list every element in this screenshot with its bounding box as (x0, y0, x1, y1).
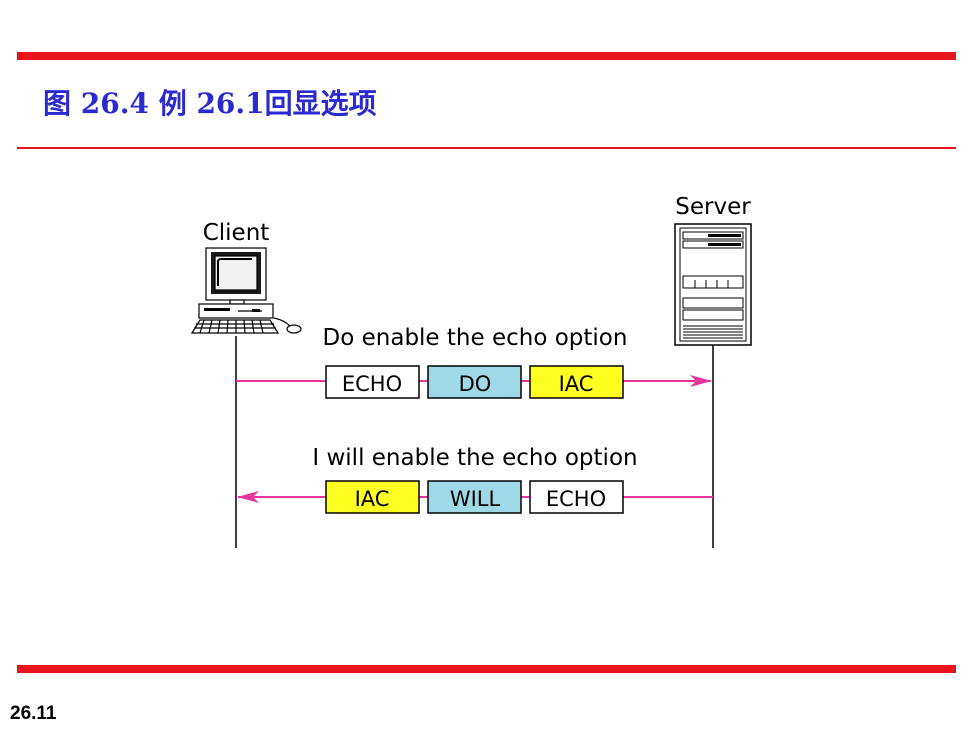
page-number: 26.11 (10, 703, 57, 724)
message2-box-echo (529, 480, 624, 514)
client-computer-icon (190, 247, 302, 334)
top-red-bar (17, 52, 956, 60)
message1-box-echo-label: ECHO (342, 372, 402, 396)
server-icon (674, 223, 752, 346)
server-label: Server (675, 194, 751, 220)
client-label: Client (203, 220, 270, 246)
message2-box-iac (325, 480, 420, 514)
message2-box-iac-label: IAC (355, 487, 390, 511)
message1-box-do-label: DO (459, 372, 492, 396)
bottom-red-bar (17, 665, 956, 673)
message1-box-echo (325, 365, 420, 399)
message1-caption: Do enable the echo option (323, 325, 628, 351)
message1-box-iac-label: IAC (559, 372, 594, 396)
message1-box-iac (529, 365, 624, 399)
message-will-echo: I will enable the echo option IAC WILL E… (237, 445, 713, 514)
message2-box-will (427, 480, 522, 514)
message1-box-do (427, 365, 522, 399)
message2-box-echo-label: ECHO (546, 487, 606, 511)
title-underline (17, 147, 956, 149)
message-do-echo: Do enable the echo option ECHO DO IAC (236, 325, 712, 399)
message2-caption: I will enable the echo option (312, 445, 637, 471)
message2-box-will-label: WILL (450, 487, 501, 511)
slide-title: 图 26.4 例 26.1回显选项 (43, 87, 377, 120)
